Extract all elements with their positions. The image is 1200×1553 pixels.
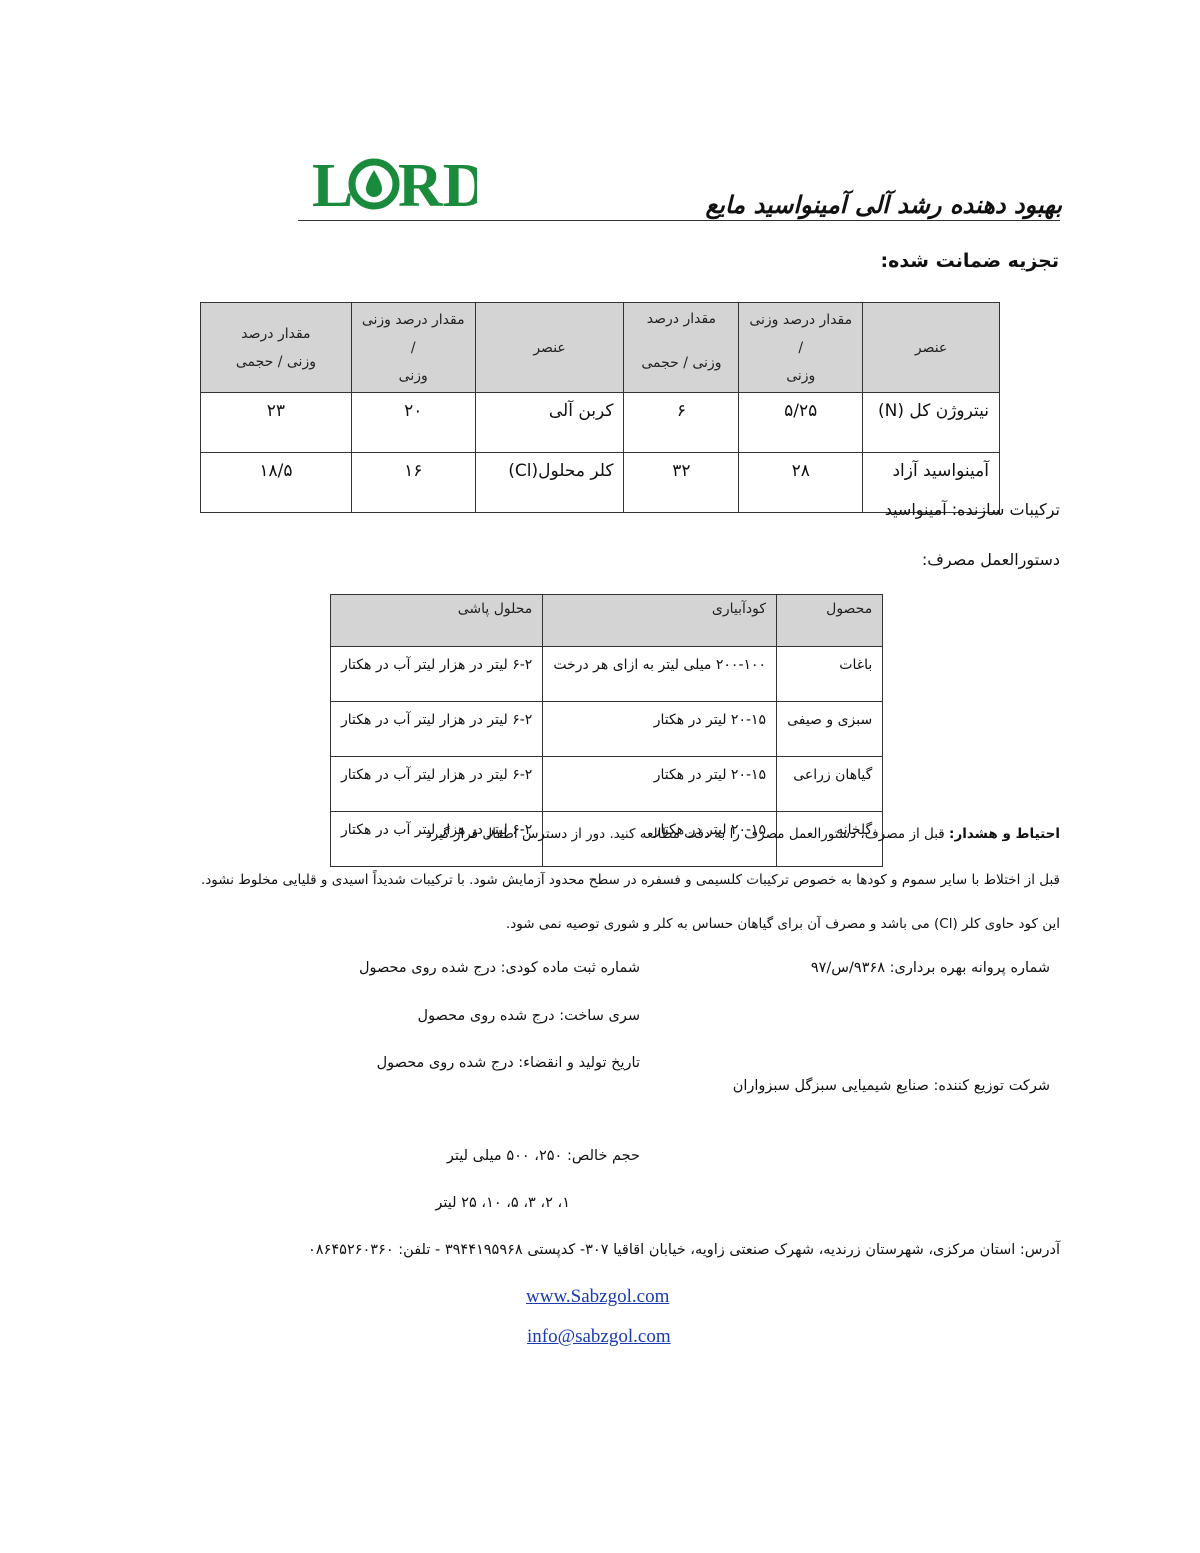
logo-letters-rd: RD [398,152,477,214]
fertigation-dose: ۲۰۰-۱۰۰ میلی لیتر به ازای هر درخت [542,646,778,702]
volume-value: ۲۳ [200,392,352,453]
table-row: سبزی و صیفی ۲۰-۱۵ لیتر در هکتار ۶-۲ لیتر… [329,701,884,757]
weight-value: ۲۰ [350,392,476,453]
table-row: آمینواسید آزاد ۲۸ ۳۲ کلر محلول(Cl) ۱۶ ۱۸… [200,452,1000,513]
foliar-dose: ۶-۲ لیتر در هزار لیتر آب در هکتار [329,646,544,702]
composition-line: ترکیبات سازنده: آمینواسید [884,500,1060,519]
weight-value: ۲۸ [738,452,864,513]
registration-number: شماره ثبت ماده کودی: درج شده روی محصول [358,960,640,976]
fertigation-dose: ۲۰-۱۵ لیتر در هکتار [542,701,778,757]
header-weight-volume: مقدار درصد وزنی / حجمی [623,302,740,393]
header-foliar-spray: محلول پاشی [329,594,544,647]
logo-graphic: L RD [312,152,477,214]
header-text: مقدار درصد وزنی / [749,311,853,356]
element-name: کربن آلی [474,392,625,453]
guaranteed-analysis-heading: تجزیه ضمانت شده: [880,250,1060,272]
volume-value: ۶ [623,392,740,453]
product-name: گیاهان زراعی [776,756,884,812]
mixing-warning: قبل از اختلاط با سایر سموم و کودها به خص… [200,872,1060,888]
logo-letter-l: L [312,152,353,214]
license-number: شماره پروانه بهره برداری: ۹۳۶۸/س/۹۷ [810,960,1050,976]
table-row: گلخانه ۲۰-۱۵ لیتر در هکتار ۶-۲ لیتر در ه… [329,811,884,867]
chlorine-warning: این کود حاوی کلر (Cl) می باشد و مصرف آن … [505,916,1060,932]
header-divider [298,220,1060,221]
header-weight-weight: مقدار درصد وزنی / وزنی [738,302,864,393]
foliar-dose: ۶-۲ لیتر در هزار لیتر آب در هکتار [329,756,544,812]
product-name: سبزی و صیفی [776,701,884,757]
weight-value: ۱۶ [350,452,476,513]
foliar-dose: ۶-۲ لیتر در هزار لیتر آب در هکتار [329,701,544,757]
usage-header-row: محصول کودآبیاری محلول پاشی [329,594,884,647]
header-text: عنصر [533,339,566,356]
fertigation-dose: ۲۰-۱۵ لیتر در هکتار [542,756,778,812]
warning-label: احتیاط و هشدار: [949,826,1060,842]
distributor: شرکت توزیع کننده: صنایع شیمیایی سبزگل سب… [732,1078,1050,1094]
element-name: نیتروژن کل (N) [862,392,1000,453]
header-text: وزنی / حجمی [235,353,316,370]
address-line: آدرس: استان مرکزی، شهرستان زرندیه، شهرک … [308,1242,1060,1258]
volume-value: ۱۸/۵ [200,452,352,513]
website-link[interactable]: www.Sabzgol.com [526,1286,670,1307]
guaranteed-analysis-table: عنصر مقدار درصد وزنی / وزنی مقدار درصد وزن… [200,302,1000,513]
document-title: بهبود دهنده رشد آلی آمینواسید مایع [705,190,1062,219]
header-text: عنصر [914,339,948,356]
production-expiry-dates: تاریخ تولید و انقضاء: درج شده روی محصول [376,1055,640,1071]
weight-value: ۵/۲۵ [738,392,864,453]
header-text: وزنی [398,367,428,384]
analysis-header-row: عنصر مقدار درصد وزنی / وزنی مقدار درصد وزن… [200,302,1000,393]
table-row: باغات ۲۰۰-۱۰۰ میلی لیتر به ازای هر درخت … [329,646,884,702]
foliar-dose: ۶-۲ لیتر در هزار لیتر آب در هکتار [329,811,544,867]
product-name: گلخانه [776,811,884,867]
warning-line: احتیاط و هشدار: قبل از مصرف، دستورالعمل … [426,826,1060,842]
element-name: آمینواسید آزاد [862,452,1000,513]
header-weight-weight: مقدار درصد وزنی / وزنی [350,302,476,393]
header-weight-volume: مقدار درصد وزنی / حجمی [200,302,352,393]
header-element: عنصر [474,302,625,393]
usage-table: محصول کودآبیاری محلول پاشی باغات ۲۰۰-۱۰۰… [329,594,884,867]
lord-logo: L RD [312,150,477,214]
email-link[interactable]: info@sabzgol.com [527,1326,671,1347]
droplet-icon [366,170,382,197]
usage-instructions-heading: دستورالعمل مصرف: [921,550,1060,569]
header-text: مقدار درصد [241,325,311,342]
table-row: گیاهان زراعی ۲۰-۱۵ لیتر در هکتار ۶-۲ لیت… [329,756,884,812]
net-volume-ml: حجم خالص: ۲۵۰، ۵۰۰ میلی لیتر [446,1148,640,1164]
header-text: مقدار درصد [646,311,717,327]
header-product: محصول [776,594,884,647]
logo-ring [348,158,400,210]
table-row: نیتروژن کل (N) ۵/۲۵ ۶ کربن آلی ۲۰ ۲۳ [200,392,1000,453]
volume-value: ۳۲ [623,452,740,513]
header-text: وزنی / حجمی [641,355,722,371]
fertigation-dose: ۲۰-۱۵ لیتر در هکتار [542,811,778,867]
header-element: عنصر [862,302,1000,393]
header-text: مقدار درصد وزنی / [361,311,465,356]
warning-text: قبل از مصرف، دستورالعمل مصرف را به دقت م… [425,826,950,842]
net-volume-liters: ۱، ۲، ۳، ۵، ۱۰، ۲۵ لیتر [435,1195,570,1211]
header-text: وزنی [786,367,816,384]
element-name: کلر محلول(Cl) [474,452,625,513]
product-name: باغات [776,646,884,702]
header-fertigation: کودآبیاری [542,594,778,647]
batch-number: سری ساخت: درج شده روی محصول [417,1008,640,1024]
